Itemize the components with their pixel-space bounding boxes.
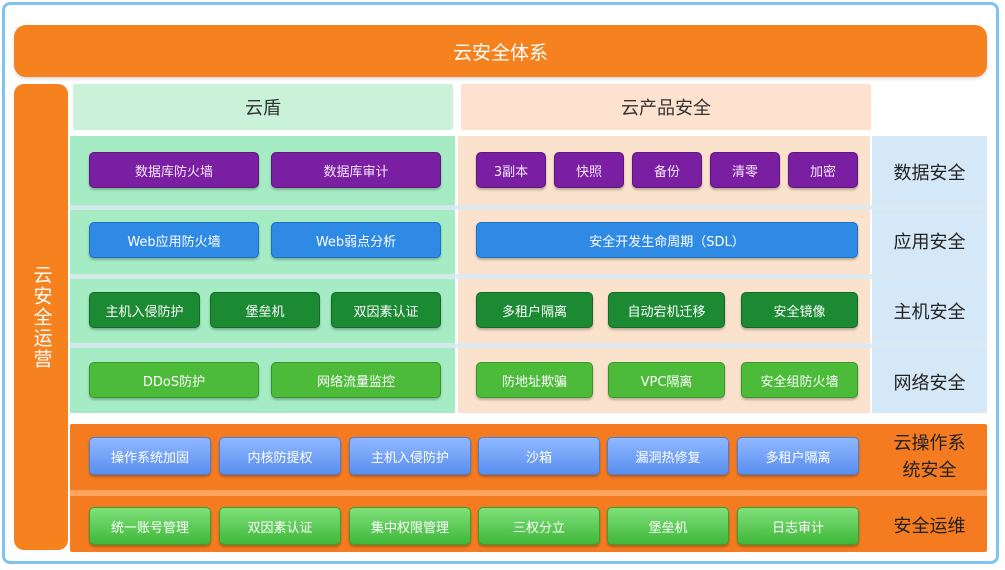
vpc-isolation-box: VPC隔离 (608, 362, 725, 398)
row-label-app-security: 应用安全 (893, 232, 966, 253)
row-label-network-security: 网络安全 (893, 373, 966, 394)
wipe-box: 清零 (710, 152, 780, 188)
three-replicas-box: 3副本 (476, 152, 546, 188)
db-firewall-box: 数据库防火墙 (89, 152, 259, 188)
unified-account-box: 统一账号管理 (89, 507, 211, 545)
bottom-divider (70, 490, 987, 496)
row-separator (70, 343, 987, 348)
traffic-monitoring-box: 网络流量监控 (271, 362, 441, 398)
centralized-permission-box: 集中权限管理 (349, 507, 471, 545)
host-ids-box: 主机入侵防护 (89, 292, 200, 328)
kernel-privilege-escalation-box: 内核防提权 (219, 437, 341, 475)
sandbox-box: 沙箱 (478, 437, 600, 475)
row-separator (70, 205, 987, 210)
row-label-security-ops: 安全运维 (893, 516, 966, 537)
row-separator (70, 274, 987, 279)
os-multi-tenant-isolation-box: 多租户隔离 (737, 437, 859, 475)
auto-failover-migration-box: 自动宕机迁移 (608, 292, 725, 328)
bastion-host-box: 堡垒机 (210, 292, 320, 328)
top-banner: 云安全体系 (14, 25, 987, 77)
log-audit-box: 日志审计 (737, 507, 859, 545)
sdl-box: 安全开发生命周期（SDL） (476, 222, 858, 258)
anti-spoofing-box: 防地址欺骗 (476, 362, 593, 398)
security-group-firewall-box: 安全组防火墙 (741, 362, 858, 398)
header-yundun: 云盾 (73, 84, 453, 130)
separation-of-powers-box: 三权分立 (478, 507, 600, 545)
side-banner: 云安全运营 (14, 84, 68, 550)
web-vuln-analysis-box: Web弱点分析 (271, 222, 441, 258)
host-intrusion-prevention-box: 主机入侵防护 (349, 437, 471, 475)
ddos-protection-box: DDoS防护 (89, 362, 259, 398)
row-label-data-security: 数据安全 (893, 163, 966, 184)
waf-box: Web应用防火墙 (89, 222, 259, 258)
ops-bastion-host-box: 堡垒机 (607, 507, 729, 545)
backup-box: 备份 (632, 152, 702, 188)
multi-tenant-isolation-box: 多租户隔离 (476, 292, 593, 328)
header-cloud-product-security: 云产品安全 (461, 84, 871, 130)
db-audit-box: 数据库审计 (271, 152, 441, 188)
encryption-box: 加密 (788, 152, 858, 188)
two-factor-auth-box: 双因素认证 (331, 292, 441, 328)
ops-two-factor-box: 双因素认证 (219, 507, 341, 545)
hot-patch-box: 漏洞热修复 (607, 437, 729, 475)
row-label-host-security: 主机安全 (893, 302, 966, 323)
row-label-cloud-os-security: 云操作系统安全 (893, 433, 966, 481)
secure-image-box: 安全镜像 (741, 292, 858, 328)
os-hardening-box: 操作系统加固 (89, 437, 211, 475)
snapshot-box: 快照 (554, 152, 624, 188)
